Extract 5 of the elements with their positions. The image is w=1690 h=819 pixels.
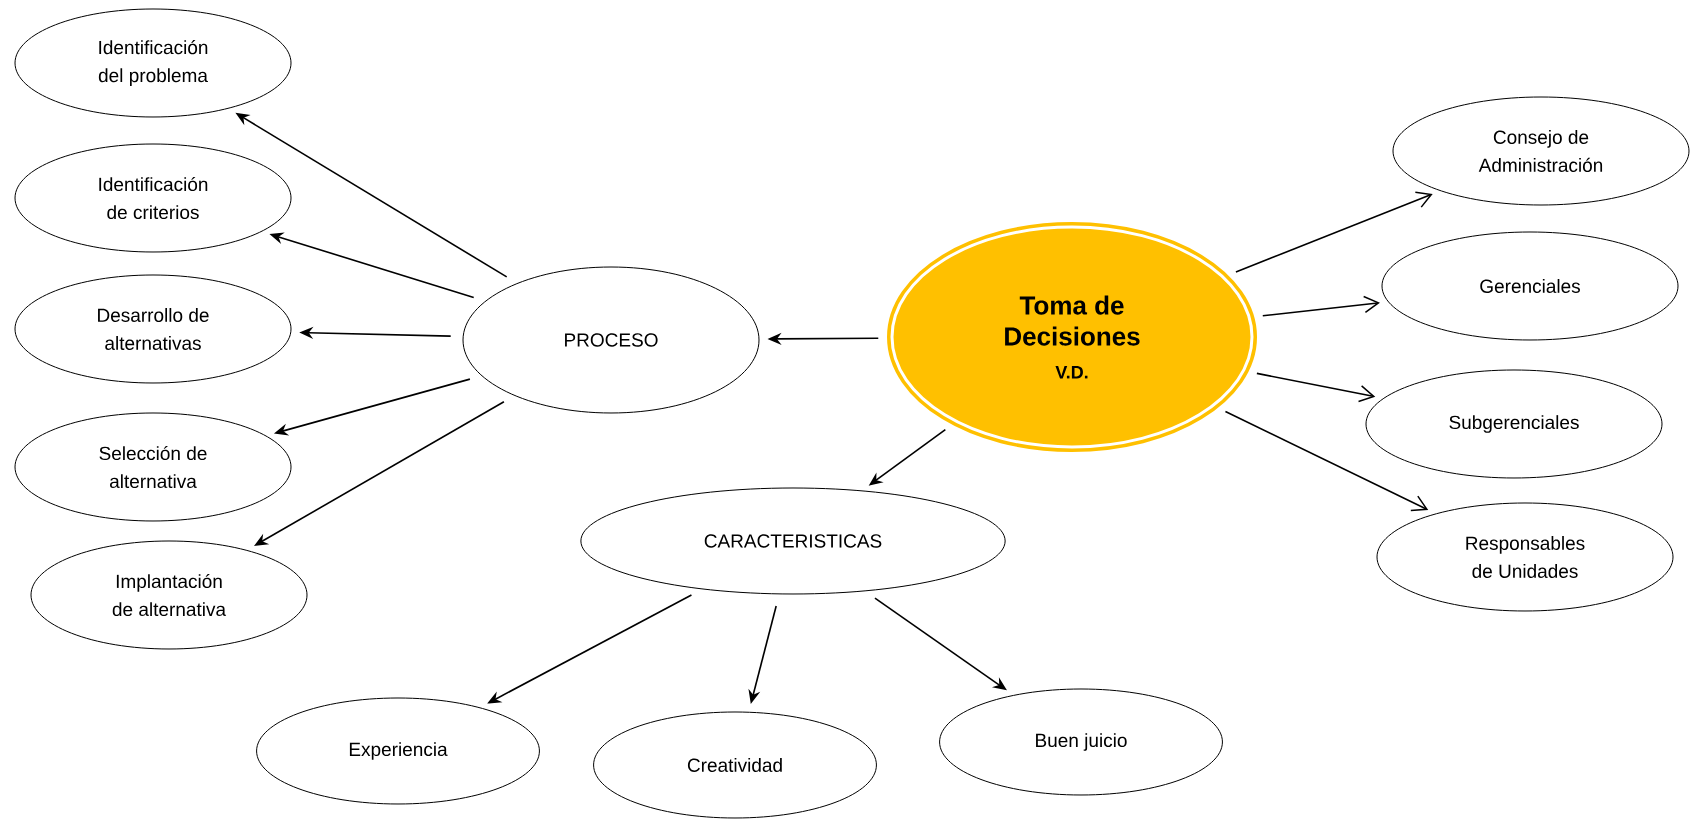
arrow	[254, 400, 505, 546]
arrow	[1235, 191, 1433, 273]
arrow	[1256, 372, 1376, 403]
arrow	[1261, 295, 1380, 317]
arrow	[1224, 410, 1429, 512]
